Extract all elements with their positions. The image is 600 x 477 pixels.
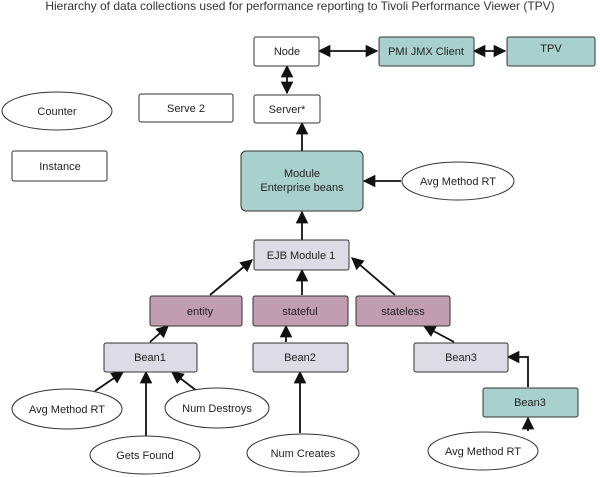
avg-method-bean3-label: Avg Method RT [445, 446, 521, 458]
legend-instance-label: Instance [39, 161, 81, 173]
bean1-box [103, 342, 198, 373]
connectors [94, 44, 535, 437]
legend-counter-label: Counter [37, 106, 76, 118]
legend-instance-shape [11, 150, 108, 182]
server-label: Server* [269, 104, 306, 116]
bean1-label: Bean1 [134, 352, 166, 364]
legend: Counter Instance [1, 91, 113, 182]
diagram-title: Hierarchy of data collections used for p… [45, 0, 555, 13]
arrow-stateless-ejb [351, 257, 396, 296]
stateless-label: stateless [381, 306, 425, 318]
serve2-label: Serve 2 [167, 103, 205, 115]
gets-found-label: Gets Found [116, 450, 173, 462]
serve2-box [138, 93, 234, 123]
bean3-box [413, 342, 509, 373]
bean3-label: Bean3 [445, 352, 477, 364]
arrow-bean3child-bean3 [506, 350, 529, 387]
avg-method-module-label: Avg Method RT [420, 176, 496, 188]
num-destroys-counter [164, 387, 270, 429]
tpv-box [506, 36, 596, 67]
arrow-avg-bean1 [94, 371, 125, 392]
stateless-box [355, 295, 451, 327]
stateful-label: stateful [282, 306, 317, 318]
num-creates-label: Num Creates [271, 448, 336, 460]
entity-label: entity [187, 306, 214, 318]
avg-method-bean1-label: Avg Method RT [29, 404, 105, 416]
num-creates-counter [246, 433, 360, 473]
module-label-line2: Enterprise beans [260, 182, 344, 194]
arrow-bean3-stateless [422, 325, 455, 343]
pmi-client-box [378, 36, 475, 67]
node-label: Node [274, 46, 300, 58]
num-destroys-label: Num Destroys [182, 403, 252, 415]
stateful-box [252, 295, 349, 327]
server-box [253, 94, 321, 124]
arrow-bean1-entity [149, 325, 169, 343]
module-label-line1: Module [284, 168, 320, 180]
module-box [240, 150, 364, 212]
gets-found-counter [89, 435, 201, 475]
avg-method-module-counter [401, 161, 515, 201]
arrow-entity-ejb [209, 259, 253, 296]
pmi-client-label: PMI JMX Client [388, 46, 464, 58]
bean3-child-box [482, 387, 579, 418]
tpv-label: TPV [540, 43, 562, 55]
node-box [253, 36, 320, 67]
bean2-label: Bean2 [284, 352, 316, 364]
bean2-box [252, 342, 349, 373]
avg-method-bean1-counter [11, 388, 123, 430]
ejb-module-box [253, 239, 350, 271]
ejb-module-label: EJB Module 1 [267, 250, 335, 262]
legend-counter-shape [1, 91, 113, 131]
bean3-child-label: Bean3 [514, 397, 546, 409]
entity-box [149, 295, 243, 327]
avg-method-bean3-counter [427, 431, 539, 471]
arrow-destroys-bean1 [170, 371, 198, 392]
